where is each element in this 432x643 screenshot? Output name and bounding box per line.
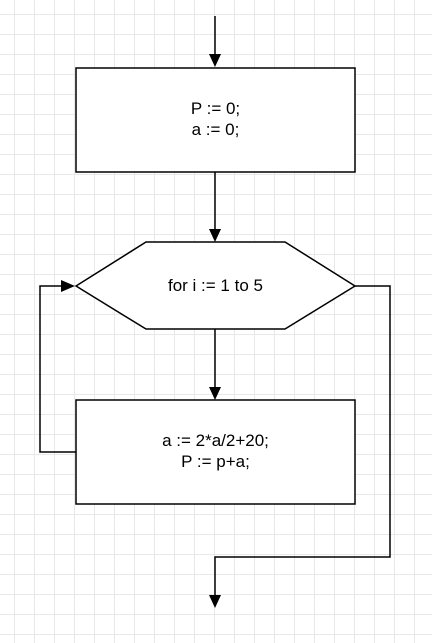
edge-loop-to-exit bbox=[209, 285, 391, 608]
init-label: P := 0; a := 0; bbox=[76, 98, 355, 140]
body-line-1: a := 2*a/2+20; bbox=[162, 431, 269, 450]
body-label: a := 2*a/2+20; P := p+a; bbox=[76, 430, 355, 472]
body-line-2: P := p+a; bbox=[181, 452, 250, 471]
body-box bbox=[75, 399, 356, 505]
edge-loop-to-body bbox=[209, 329, 221, 400]
edge-init-to-loop bbox=[209, 172, 221, 242]
edge-entry-to-init bbox=[209, 16, 221, 67]
loop-line-1: for i := 1 to 5 bbox=[168, 276, 263, 295]
init-line-2: a := 0; bbox=[191, 120, 240, 139]
loop-label: for i := 1 to 5 bbox=[76, 275, 355, 296]
init-line-1: P := 0; bbox=[190, 99, 241, 118]
edge-body-to-loop bbox=[39, 280, 76, 453]
